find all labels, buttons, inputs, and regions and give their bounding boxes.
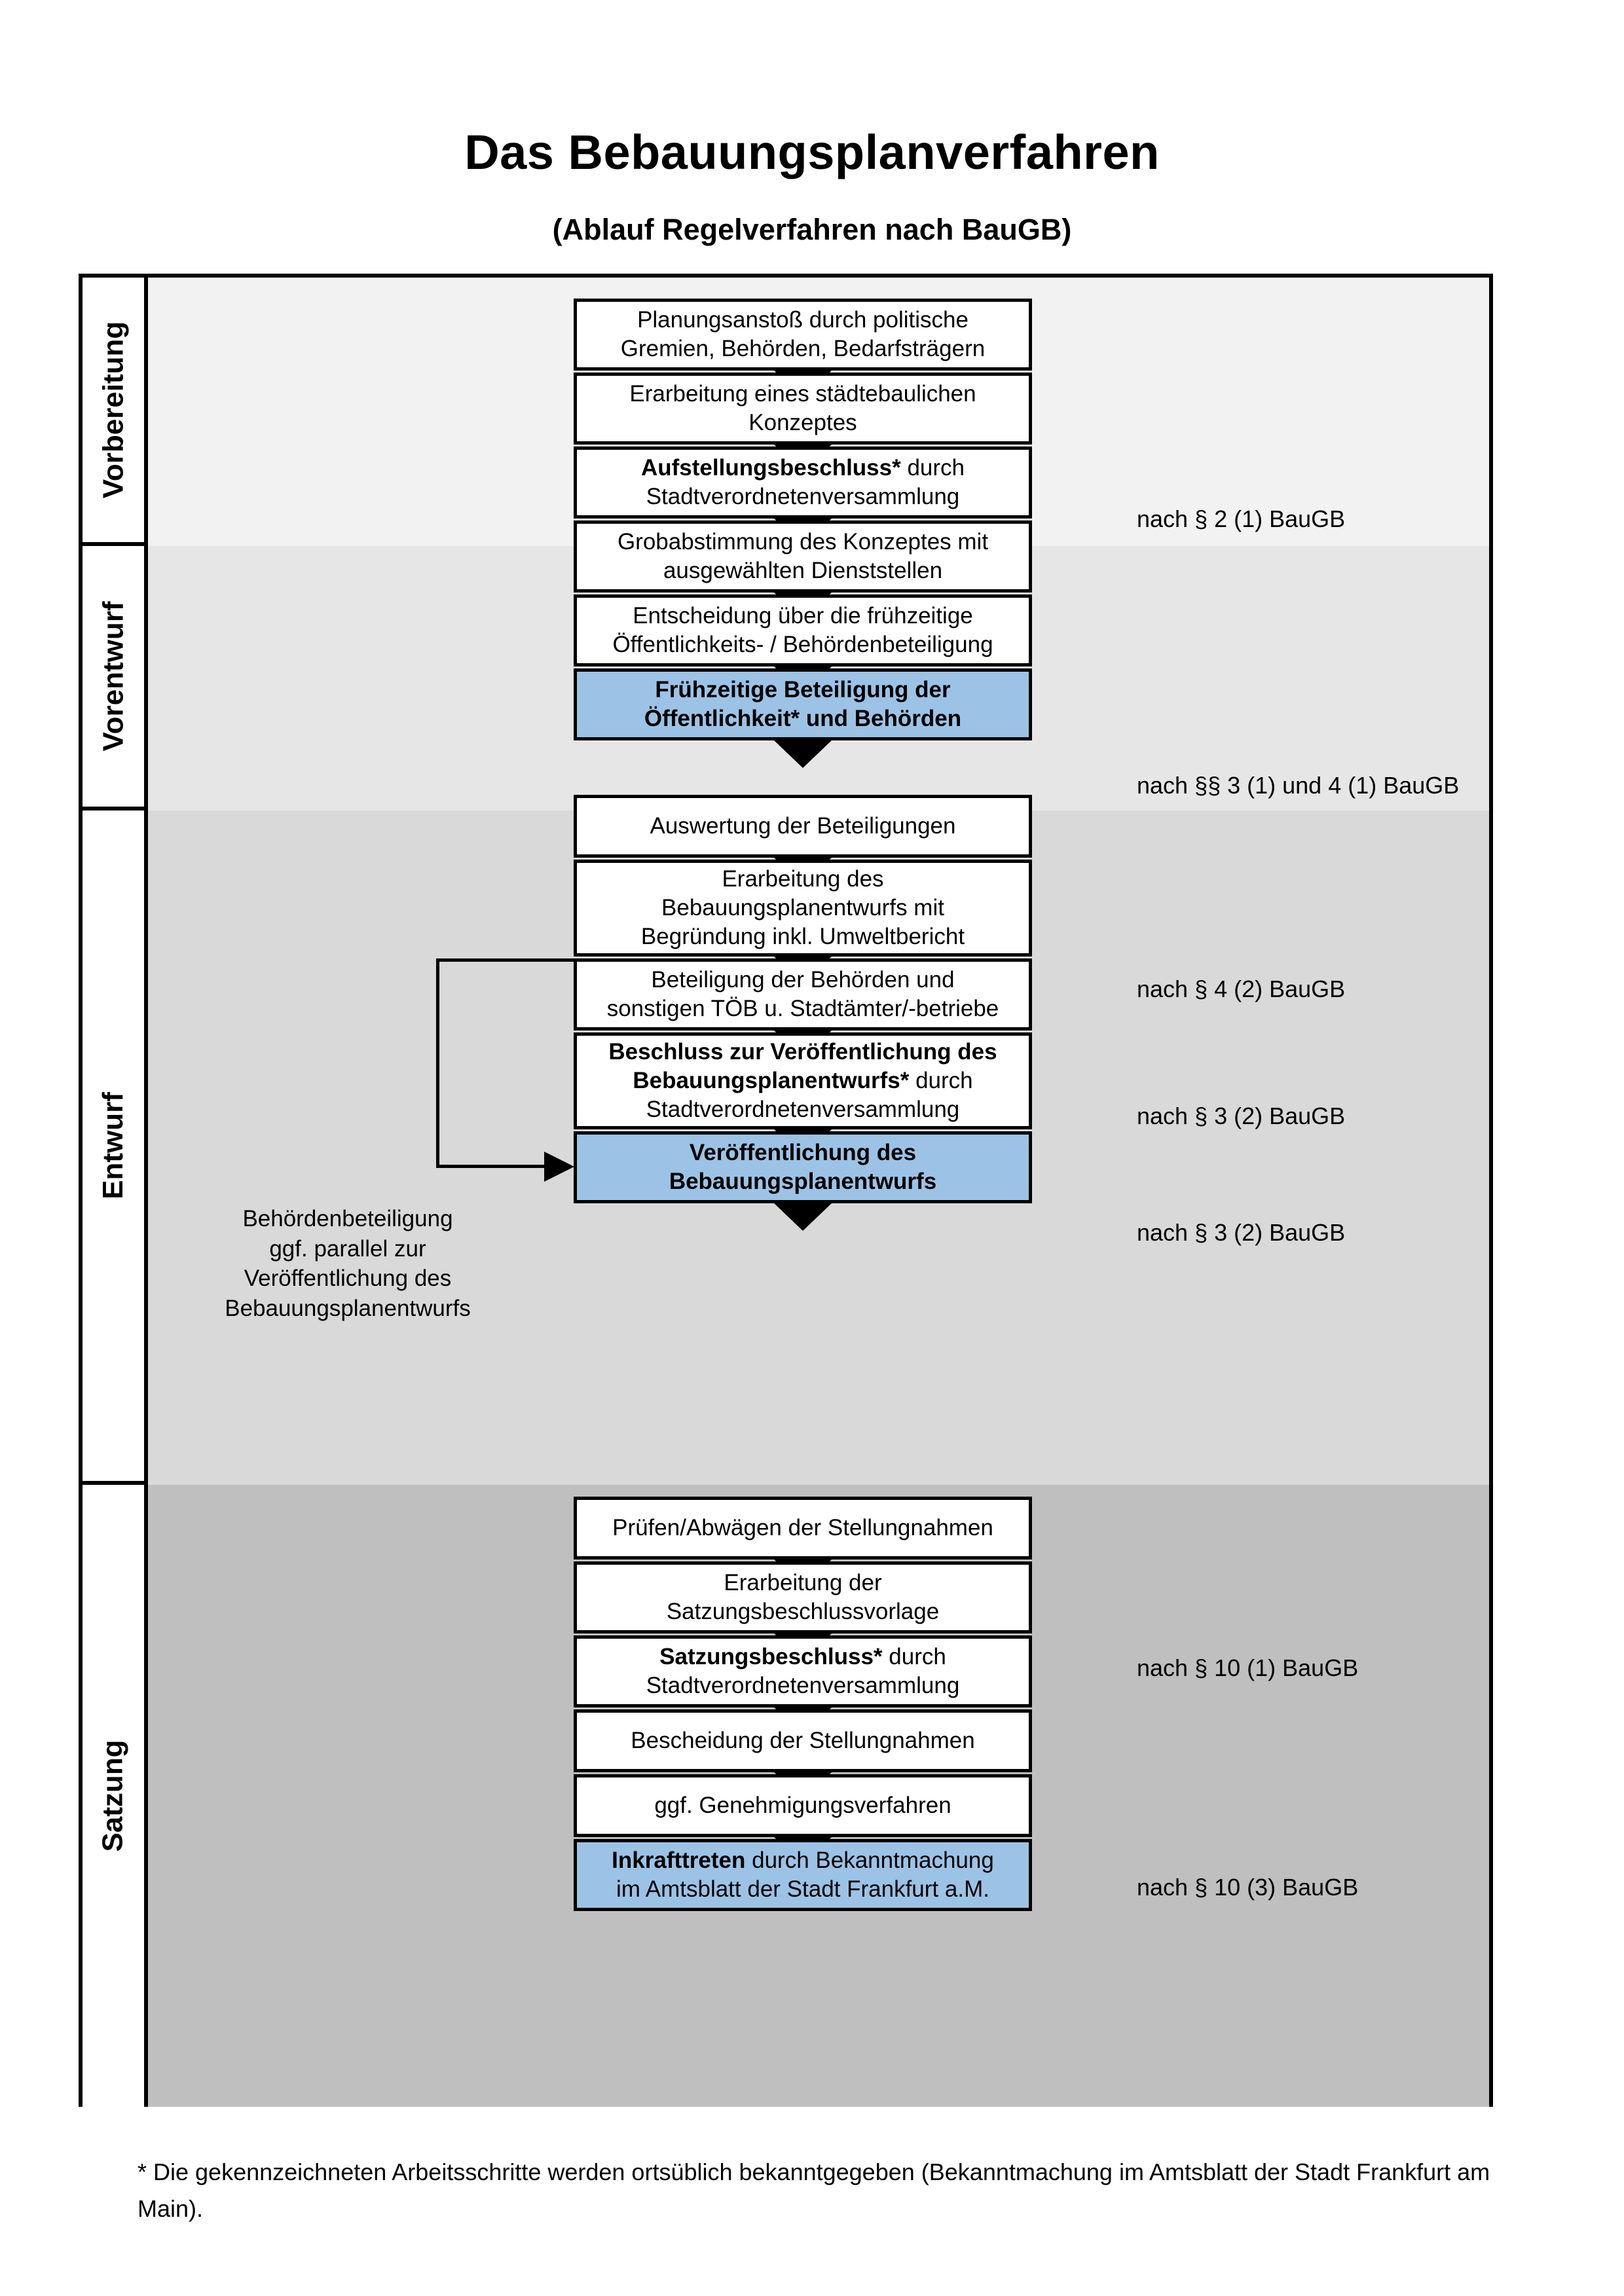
step-grobabstimmung: Grobabstimmung des Konzeptes mit ausgewä… (574, 520, 1032, 592)
phase-cell-vorbereitung: Vorbereitung (83, 278, 148, 546)
step-line: Stadtverordnetenversammlung (646, 1097, 960, 1123)
legal-note-par3-4: nach §§ 3 (1) und 4 (1) BauGB (1137, 772, 1460, 799)
step-line: Konzeptes (748, 410, 857, 435)
phase-cell-entwurf: Entwurf (83, 811, 148, 1485)
step-line: Auswertung der Beteiligungen (650, 812, 956, 839)
footnote: * Die gekennzeichneten Arbeitsschritte w… (138, 2159, 1490, 2222)
step-line: Bebauungsplanentwurfs mit (661, 894, 944, 920)
step-planungsanstoss: Planungsanstoß durch politische Gremien,… (574, 299, 1032, 371)
legal-note-par4-2: nach § 4 (2) BauGB (1137, 975, 1346, 1002)
phase-label-satzung: Satzung (97, 1740, 130, 1852)
step-satzungsbeschluss: Satzungsbeschluss* durch Stadtverordnete… (574, 1635, 1032, 1707)
step-line: Grobabstimmung des Konzeptes mit (617, 528, 989, 555)
legal-note-par3-2-b: nach § 3 (2) BauGB (1137, 1219, 1346, 1246)
step-line: Entscheidung über die frühzeitige (633, 602, 973, 629)
side-annotation: Behördenbeteiligung ggf. parallel zur Ve… (194, 1204, 502, 1323)
step-pruefen-abwaegen: Prüfen/Abwägen der Stellungnahmen (574, 1497, 1032, 1559)
legal-note-par2: nach § 2 (1) BauGB (1137, 505, 1346, 532)
side-annotation-line: ggf. parallel zur (269, 1235, 426, 1262)
step-erarbeitung-bplan-entwurf: Erarbeitung des Bebauungsplanentwurfs mi… (574, 860, 1032, 957)
step-inkrafttreten: Inkrafttreten durch Bekanntmachung im Am… (574, 1839, 1032, 1911)
connector-bracket-vertical (436, 958, 439, 1168)
flowchart-frame: Vorbereitung Vorentwurf Entwurf Satzung … (79, 274, 1493, 2107)
step-bescheidung-stellungnahmen: Bescheidung der Stellungnahmen (574, 1709, 1032, 1772)
step-line: Satzungsbeschlussvorlage (666, 1599, 940, 1624)
step-line: durch (909, 1067, 973, 1093)
step-line: Planungsanstoß durch politische (637, 306, 969, 333)
step-line-bold: Bebauungsplanentwurfs* (633, 1067, 910, 1093)
connector-arrowhead-icon (544, 1152, 574, 1182)
step-fruehzeitige-beteiligung: Frühzeitige Beteiligung der Öffentlichke… (574, 668, 1032, 740)
step-genehmigungsverfahren: ggf. Genehmigungsverfahren (574, 1774, 1032, 1837)
step-line-bold: Veröffentlichung des (689, 1139, 917, 1165)
step-line: Erarbeitung der (724, 1569, 882, 1595)
legal-note-par3-2-a: nach § 3 (2) BauGB (1137, 1102, 1346, 1129)
step-line: Begründung inkl. Umweltbericht (640, 924, 965, 950)
step-beschluss-veroeffentlichung: Beschluss zur Veröffentlichung des Bebau… (574, 1032, 1032, 1129)
phase-cell-vorentwurf: Vorentwurf (83, 546, 148, 811)
phase-label-entwurf: Entwurf (97, 1092, 130, 1199)
step-line: Erarbeitung eines städtebaulichen (629, 380, 976, 407)
step-line: Öffentlichkeits- / Behördenbeteiligung (612, 632, 993, 657)
step-line: Prüfen/Abwägen der Stellungnahmen (612, 1514, 993, 1540)
legal-note-par10-3: nach § 10 (3) BauGB (1137, 1874, 1359, 1901)
step-erarbeitung-satzungsvorlage: Erarbeitung der Satzungsbeschlussvorlage (574, 1561, 1032, 1633)
side-annotation-line: Behördenbeteiligung (242, 1206, 453, 1231)
step-line-bold: Satzungsbeschluss* (659, 1643, 883, 1669)
step-staedtebauliches-konzept: Erarbeitung eines städtebaulichen Konzep… (574, 373, 1032, 445)
step-beteiligung-behoerden-toeb: Beteiligung der Behörden und sonstigen T… (574, 958, 1032, 1030)
phase-label-vorbereitung: Vorbereitung (97, 321, 129, 499)
step-line-bold: Öffentlichkeit* und Behörden (644, 706, 962, 731)
step-auswertung-beteiligungen: Auswertung der Beteiligungen (574, 795, 1032, 858)
step-line-bold: Bebauungsplanentwurfs (669, 1169, 937, 1194)
step-line: Stadtverordnetenversammlung (646, 484, 960, 509)
legal-note-par10-1: nach § 10 (1) BauGB (1137, 1654, 1359, 1681)
step-line: sonstigen TÖB u. Stadtämter/-betriebe (606, 996, 999, 1021)
step-line: Erarbeitung des (722, 866, 884, 892)
connector-bracket-bottom (436, 1165, 546, 1168)
side-annotation-line: Veröffentlichung des (244, 1266, 452, 1291)
phase-cell-satzung: Satzung (83, 1485, 148, 2107)
step-line-bold: Beschluss zur Veröffentlichung des (608, 1038, 997, 1065)
step-aufstellungsbeschluss: Aufstellungsbeschluss* durch Stadtverord… (574, 446, 1032, 519)
step-line: Stadtverordnetenversammlung (646, 1673, 960, 1698)
connector-bracket-top (436, 958, 577, 962)
flow-arrow (773, 739, 833, 768)
step-line: durch (900, 454, 965, 481)
step-line: durch Bekanntmachung (745, 1847, 994, 1873)
page-title: Das Bebauungsplanverfahren (464, 125, 1160, 179)
page-subtitle: (Ablauf Regelverfahren nach BauGB) (552, 213, 1072, 246)
flow-arrow (773, 1202, 833, 1231)
step-entscheidung-fruehzeitige: Entscheidung über die frühzeitige Öffent… (574, 594, 1032, 666)
step-line: Bescheidung der Stellungnahmen (631, 1727, 975, 1753)
step-veroeffentlichung-bplan: Veröffentlichung des Bebauungsplanentwur… (574, 1131, 1032, 1203)
step-line-bold: Frühzeitige Beteiligung der (655, 676, 951, 702)
side-annotation-line: Bebauungsplanentwurfs (225, 1295, 471, 1321)
step-line-bold: Aufstellungsbeschluss* (640, 454, 901, 481)
step-line: Beteiligung der Behörden und (651, 966, 955, 993)
step-line: Gremien, Behörden, Bedarfsträgern (620, 336, 986, 361)
step-line-bold: Inkrafttreten (612, 1847, 746, 1873)
step-line: durch (882, 1643, 946, 1669)
step-line: ausgewählten Dienststellen (663, 558, 943, 583)
phase-label-vorentwurf: Vorentwurf (97, 601, 129, 752)
step-line: ggf. Genehmigungsverfahren (654, 1792, 951, 1818)
step-line: im Amtsblatt der Stadt Frankfurt a.M. (616, 1876, 989, 1902)
